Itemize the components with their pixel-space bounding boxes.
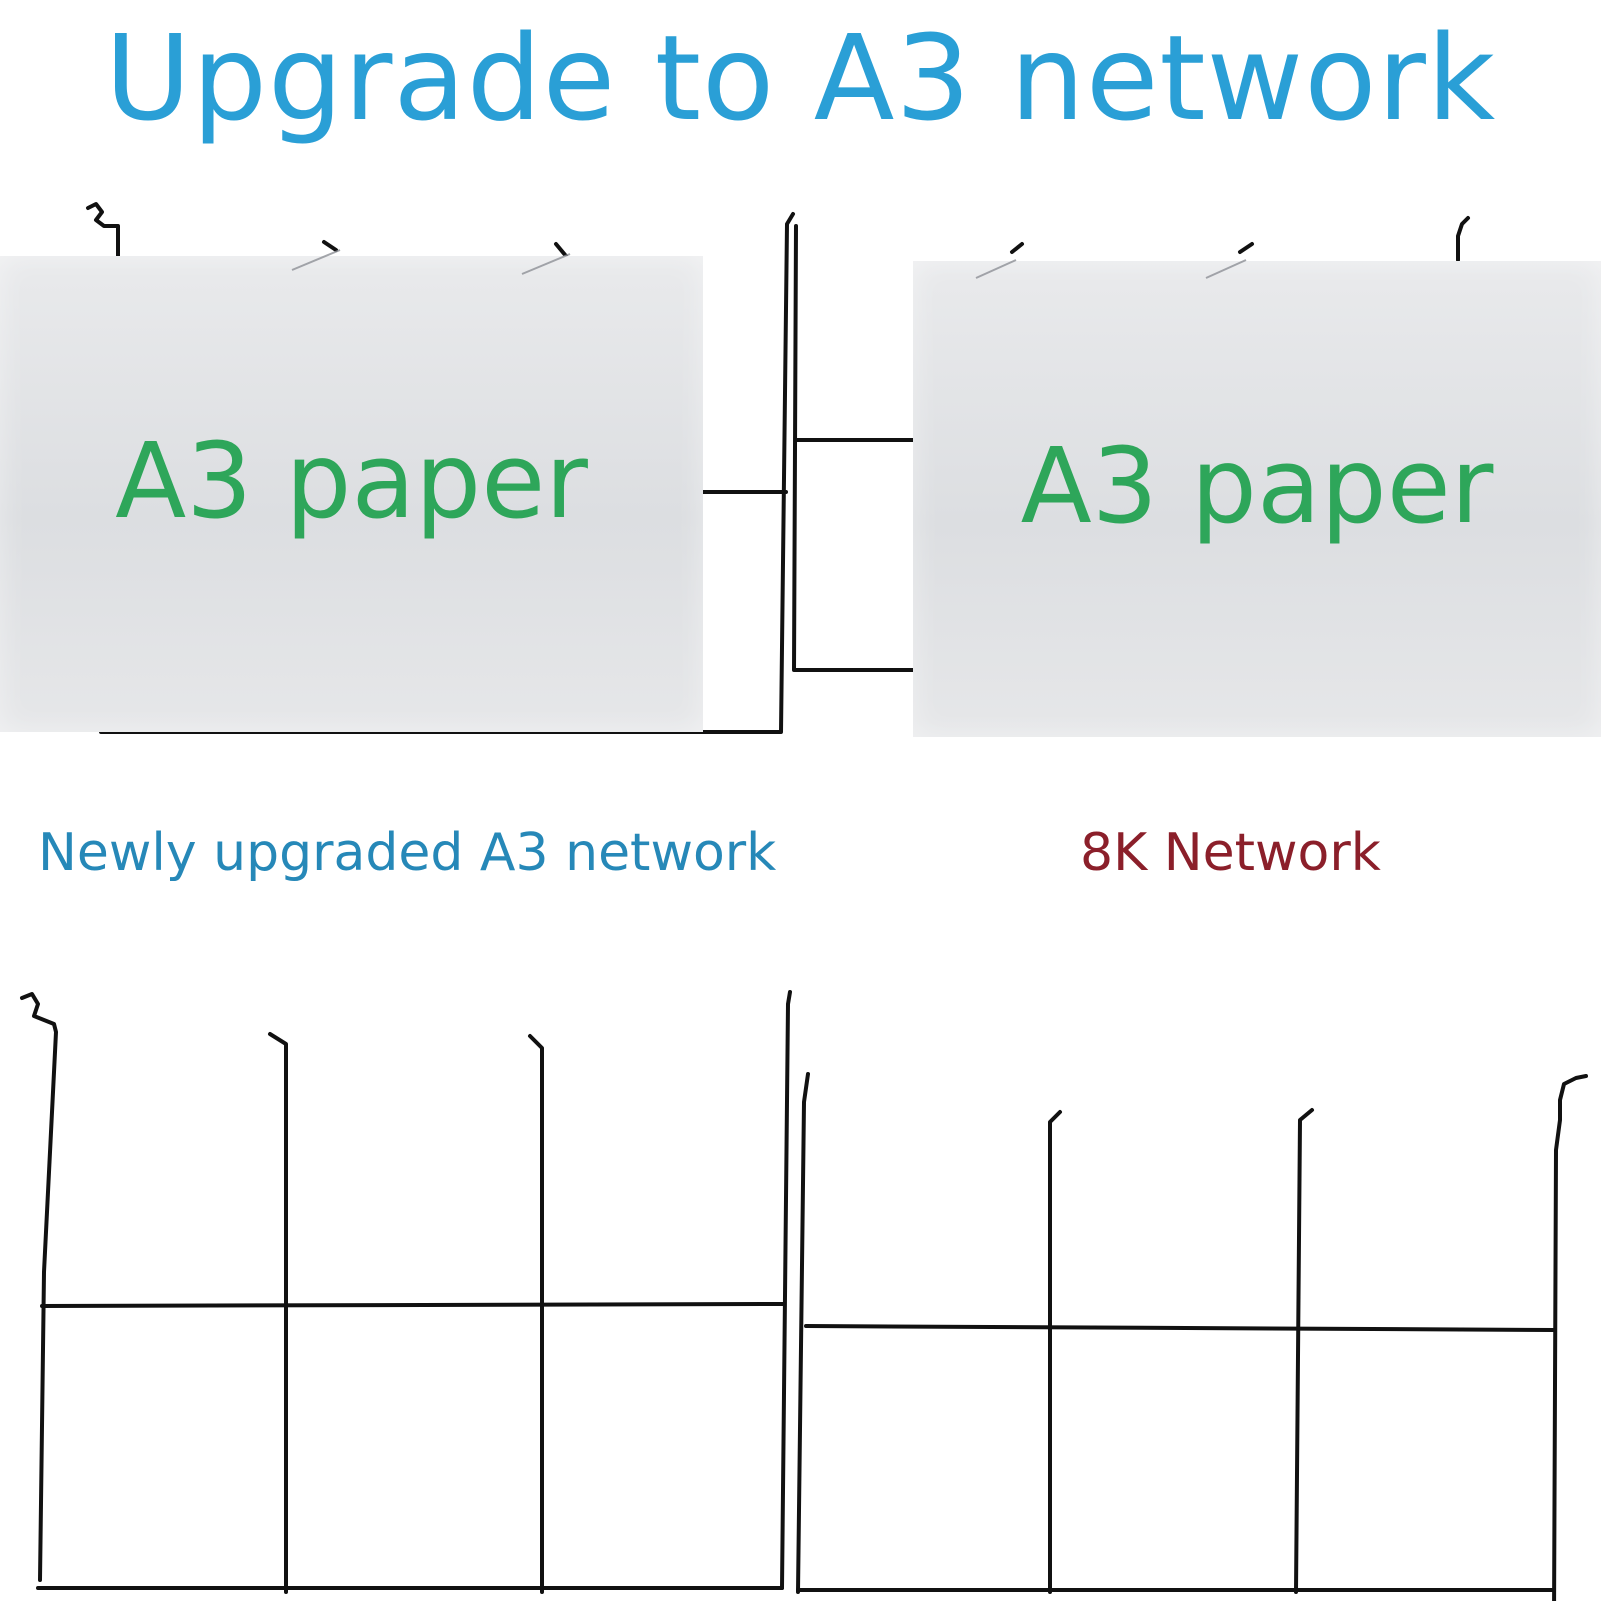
8k-grid-left-post [796,1072,810,1594]
a3-paper-right: A3 paper [913,261,1601,737]
8k-grid-right-post [1552,1074,1588,1601]
a3-grid-post-2 [268,1032,288,1594]
paper-shadow-lines [291,249,1247,279]
page-title: Upgrade to A3 network [104,9,1497,147]
8k-grid-middle-bar [804,1324,1556,1332]
a3-paper-left: A3 paper [0,256,703,732]
a3-grid-left-post [20,992,58,1582]
a3-grid-right-post [780,990,792,1590]
8k-grid-post-3 [1294,1108,1314,1594]
8k-grid-post-2 [1048,1110,1062,1594]
caption-8k-network: 8K Network [1080,823,1381,883]
a3-grid-middle-bar [40,1302,786,1308]
paper-label-left: A3 paper [115,420,588,542]
paper-label-right: A3 paper [1020,425,1494,547]
a3-grid-post-3 [528,1034,544,1594]
top-wire-racks [86,202,1470,734]
caption-newly-upgraded: Newly upgraded A3 network [38,823,777,883]
